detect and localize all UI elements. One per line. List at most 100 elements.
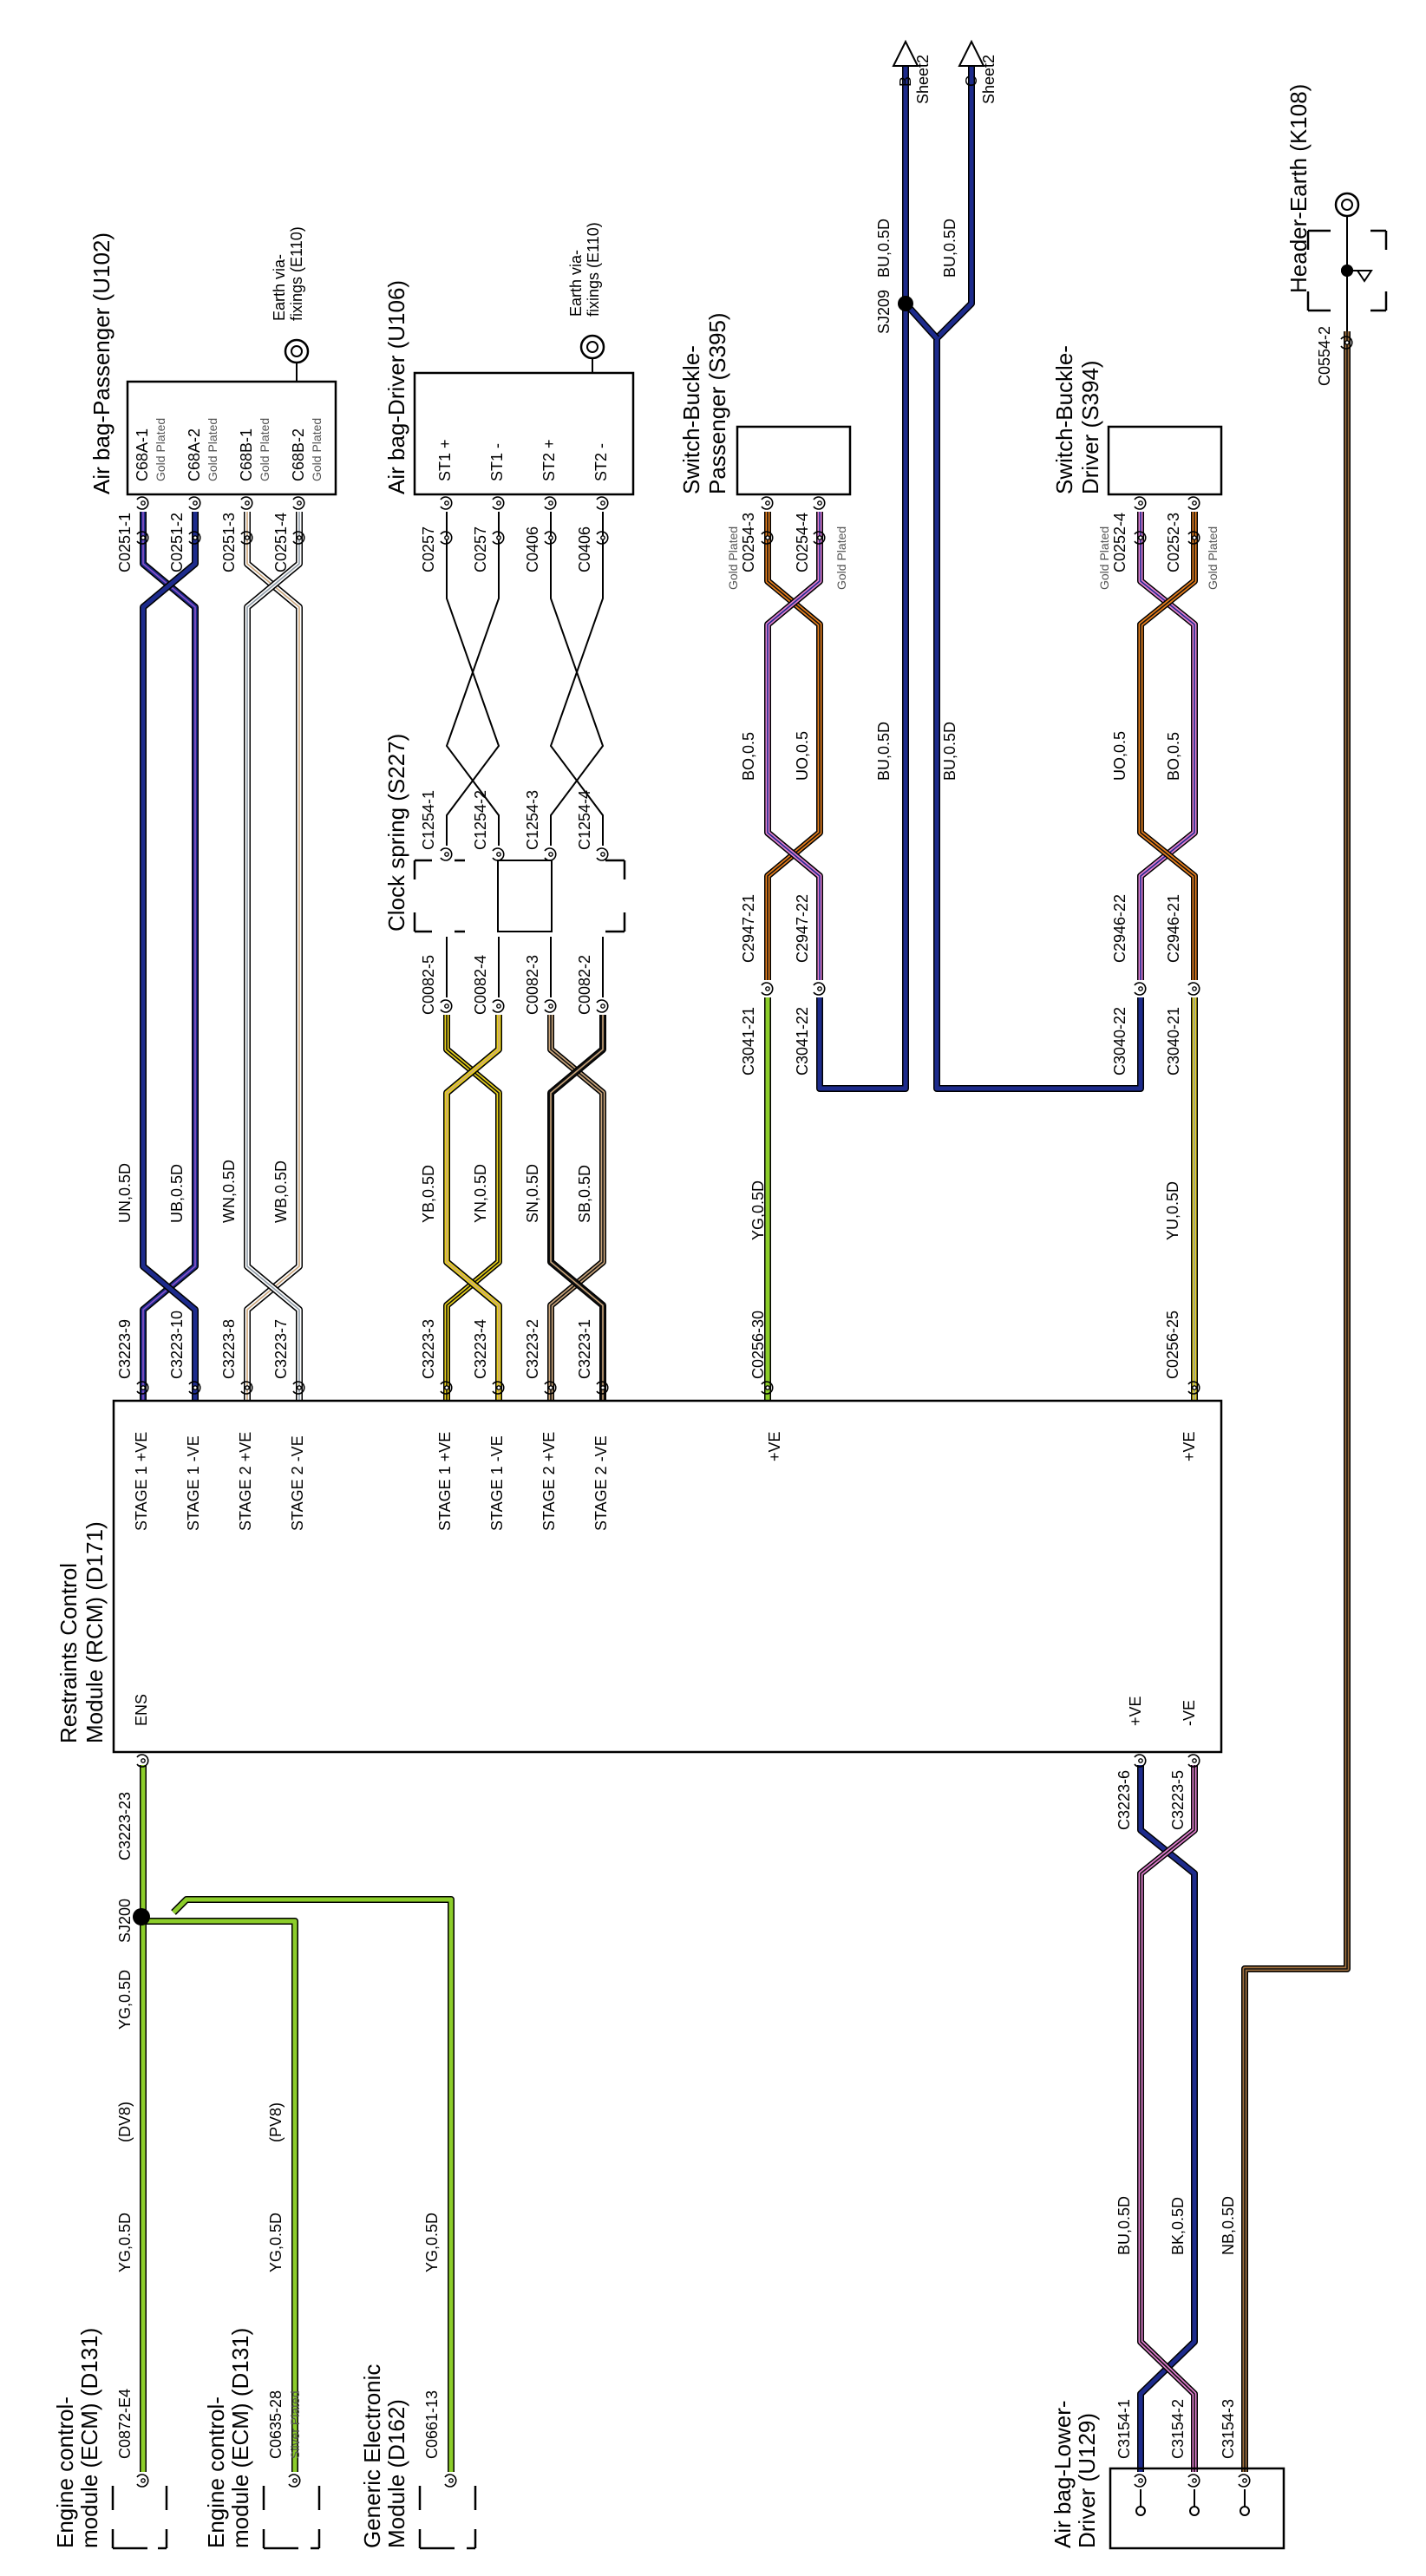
conn-c0635-28: C0635-28 (267, 2390, 285, 2459)
title-sbd-1: Switch-Buckle- (1051, 345, 1077, 494)
conn-c0251-4: C0251-4 (272, 513, 290, 572)
pin-c2947-b (813, 982, 826, 996)
wire-uo-driver: UO,0.5 (1111, 731, 1128, 781)
conn-c3223-9: C3223-9 (116, 1319, 134, 1379)
conn-c0257-b: C0257 (472, 526, 489, 572)
lower-driver-terminal-2 (1240, 2506, 1250, 2516)
earth-driver-icon (579, 334, 605, 373)
earth-driver-label-1: Earth via- (567, 250, 585, 317)
conn-c3154-1: C3154-1 (1115, 2399, 1133, 2459)
pin-passenger-3 (292, 496, 305, 510)
wire-sn: SN,0.5D (524, 1164, 541, 1223)
rcm-pin-lower-pve: +VE (1127, 1696, 1144, 1726)
lower-driver-terminal-1 (1189, 2506, 1200, 2516)
conn-c3223-3: C3223-3 (420, 1319, 437, 1379)
airbag-driver-box (413, 371, 635, 496)
pin-c0082-2 (544, 999, 557, 1013)
conn-c2947-22: C2947-22 (794, 894, 811, 963)
wire-un: UN,0.5D (116, 1163, 134, 1223)
clock-spring-mid-box (497, 860, 553, 932)
pin-ecm2 (288, 2474, 301, 2488)
wire-yn-harness (443, 1015, 502, 1401)
plating-c0635-28: Silver Plated (288, 2390, 302, 2459)
wire-wb: WB,0.5D (272, 1161, 290, 1223)
wire-bu-b-harness (816, 52, 909, 1092)
pin-rcm-lower-b (1187, 1754, 1200, 1768)
wire-uo-passenger: UO,0.5 (794, 731, 811, 781)
rcm-pin-pve-passenger: +VE (766, 1431, 783, 1461)
conn-c3223-6: C3223-6 (1115, 1770, 1133, 1830)
title-gem-1: Generic Electronic (359, 2364, 385, 2548)
plating-c68b-2: Gold Plated (310, 418, 324, 481)
pin-rcm-lower-a (1134, 1754, 1147, 1768)
wire-yg-rcm: YG,0.5D (116, 1970, 134, 2030)
pin-sbd-a (1134, 496, 1147, 510)
wire-nb-header (1241, 331, 1351, 2472)
pin-c2947-a (761, 982, 774, 996)
rcm-pin-stage2-neg-b: STAGE 2 -VE (592, 1435, 610, 1531)
pin-rcm-ens (136, 1754, 149, 1768)
wire-uo-passenger-harness (764, 512, 823, 980)
header-earth-icon (1334, 192, 1373, 331)
title-airbag-driver: Air bag-Driver (U106) (383, 280, 409, 494)
wire-yg-to-gem (171, 1896, 455, 2472)
rcm-pin-stage2-pos-b: STAGE 2 +VE (540, 1432, 558, 1531)
wire-bo-driver: BO,0.5 (1165, 732, 1182, 781)
conn-c0254-3: C0254-3 (740, 513, 757, 572)
driver-pins-top (446, 512, 604, 555)
title-airbag-passenger: Air bag-Passenger (U102) (88, 232, 114, 494)
conn-c0082-4: C0082-4 (472, 955, 489, 1015)
wire-bo-driver-harness (1137, 512, 1198, 980)
plating-c68a-1: Gold Plated (154, 418, 167, 481)
title-ecm2-2: module (ECM) (D131) (227, 2328, 253, 2548)
conn-c1254-4: C1254-4 (576, 790, 593, 850)
title-gem-2: Module (D162) (383, 2399, 409, 2548)
conn-c3223-8: C3223-8 (220, 1319, 238, 1379)
wire-ub: UB,0.5D (168, 1164, 186, 1223)
plating-c68a-2: Gold Plated (206, 418, 219, 481)
wire-sb-harness (547, 1015, 606, 1401)
offsheet-c-label: C (963, 75, 980, 87)
conn-c0661-13: C0661-13 (423, 2390, 441, 2459)
conn-c3040-21: C3040-21 (1165, 1007, 1182, 1076)
plating-c0254-3: Gold Plated (726, 526, 740, 590)
pin-c1254-1 (492, 847, 505, 861)
rcm-pin-stage1-neg-a: STAGE 1 -VE (185, 1435, 202, 1531)
pin-lower-a (1134, 2474, 1147, 2488)
plating-c0252-4: Gold Plated (1097, 526, 1111, 590)
pin-lower-b (1187, 2474, 1200, 2488)
pin-driver-0 (440, 496, 453, 510)
splice-sj209-dot (898, 296, 913, 311)
splice-sj209-label: SJ209 (875, 290, 893, 334)
pin-c0082-0 (440, 999, 453, 1013)
conn-c0257-a: C0257 (420, 526, 437, 572)
pin-passenger-0 (136, 496, 149, 510)
pin-c2946-b (1187, 982, 1200, 996)
pin-gem (444, 2474, 457, 2488)
clock-twist-3 (550, 555, 605, 846)
switch-buckle-driver-box (1107, 425, 1223, 496)
title-rcm-1: Restraints Control (56, 1563, 82, 1743)
conn-c3223-4: C3223-4 (472, 1319, 489, 1379)
conn-c3223-7: C3223-7 (272, 1319, 290, 1379)
conn-c0252-3: C0252-3 (1165, 513, 1182, 572)
conn-c3223-1: C3223-1 (576, 1319, 593, 1379)
airbag-passenger-box (126, 380, 337, 496)
title-clock-spring: Clock spring (S227) (383, 734, 409, 932)
wire-yg-to-ecm2 (143, 1918, 298, 2472)
wire-wn: WN,0.5D (220, 1160, 238, 1223)
offsheet-arrow-b-icon (892, 39, 919, 67)
conn-c3041-22: C3041-22 (794, 1007, 811, 1076)
conn-c0082-2: C0082-2 (576, 955, 593, 1015)
title-rcm-2: Module (RCM) (D171) (82, 1521, 108, 1743)
wire-bo-passenger-harness (764, 512, 823, 980)
conn-c68b-1: C68B-1 (238, 428, 255, 481)
conn-c3223-5: C3223-5 (1169, 1770, 1187, 1830)
plating-c0254-4: Gold Plated (834, 526, 848, 590)
rcm-pin-stage1-pos-a: STAGE 1 +VE (133, 1432, 150, 1531)
offsheet-b-sheet: Sheet2 (914, 55, 932, 104)
wire-ub-harness (140, 512, 199, 1401)
rcm-pin-stage2-pos-a: STAGE 2 +VE (237, 1432, 254, 1531)
pin-driver-2 (544, 496, 557, 510)
rcm-module-box (112, 1399, 1223, 1754)
